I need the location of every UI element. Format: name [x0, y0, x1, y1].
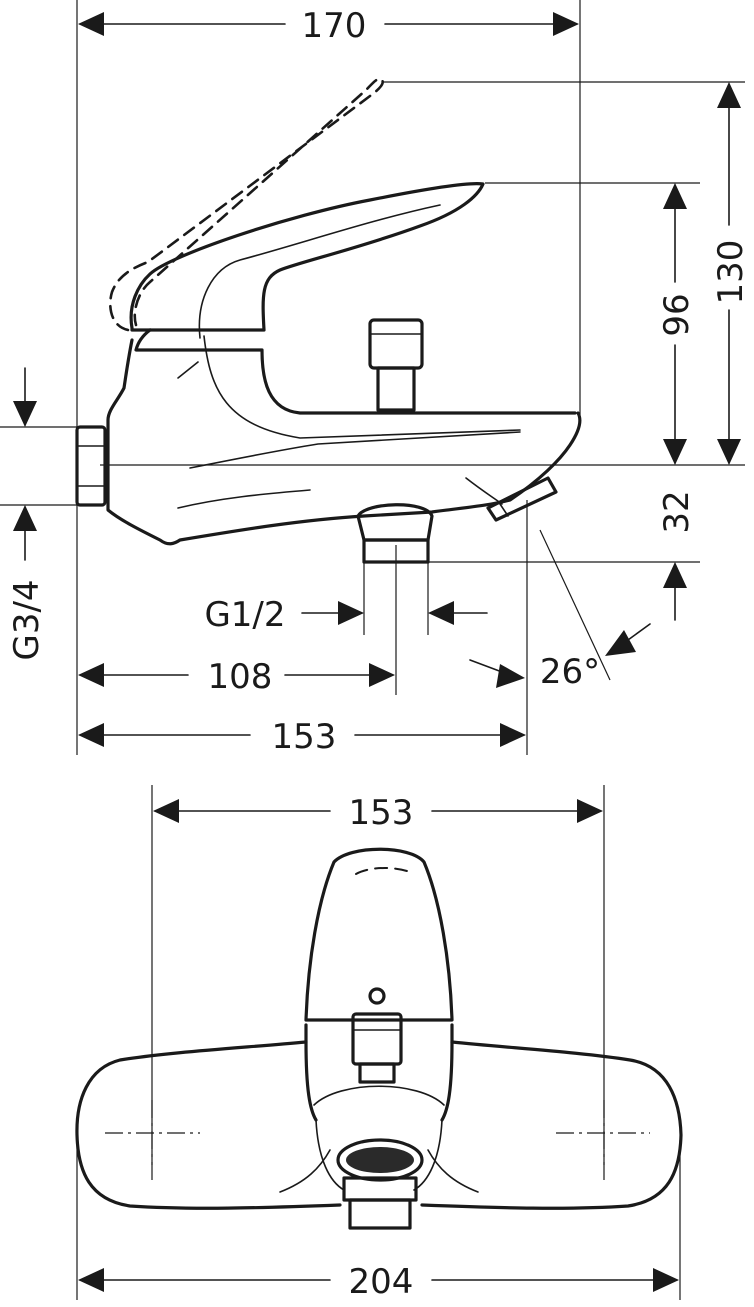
- dim-label-spout-drop: 32: [657, 490, 697, 533]
- arrowhead: [338, 601, 364, 625]
- arrowhead: [78, 663, 104, 687]
- arrowhead: [78, 1268, 104, 1292]
- diverter-stem: [376, 366, 416, 412]
- body-wing-right: [427, 1149, 479, 1193]
- shower-connector: [486, 476, 558, 522]
- bath-outlet-opening: [346, 1147, 414, 1173]
- faucet-body-top: [75, 1040, 683, 1210]
- arrowhead: [663, 183, 687, 209]
- neck-curve: [315, 1119, 443, 1191]
- bath-outlet: [356, 503, 434, 542]
- arrowhead: [653, 1268, 679, 1292]
- dim-label-inlet-spacing: 153: [349, 793, 414, 833]
- handle-neck: [134, 328, 577, 415]
- arrowhead: [577, 799, 603, 823]
- arrowhead: [13, 401, 37, 427]
- side-view: 170 130 96 32 G3/4 G1/2 108: [0, 0, 751, 757]
- faucet-side-outline: [75, 77, 582, 564]
- diverter-indicator: [368, 987, 386, 1005]
- arrowhead: [500, 723, 526, 747]
- arrowhead: [553, 12, 579, 36]
- arrowhead: [78, 723, 104, 747]
- arrowhead: [605, 630, 636, 656]
- dim-label-handle-height: 96: [657, 293, 697, 336]
- extension-line-spout-angle: [539, 529, 611, 681]
- faucet-body: [106, 338, 582, 546]
- arrowhead: [717, 439, 741, 465]
- arrowhead: [496, 664, 525, 688]
- body-detail-upper: [189, 431, 521, 469]
- arrowhead: [663, 439, 687, 465]
- dim-label-to-outlet-axis: 108: [208, 657, 273, 697]
- arrowhead: [78, 12, 104, 36]
- body-detail-lower: [177, 489, 311, 509]
- body-detail-spout: [465, 477, 503, 505]
- dim-label-outlet-thread: G1/2: [204, 595, 285, 635]
- arrowhead: [369, 663, 395, 687]
- inlet-nut: [75, 425, 107, 507]
- arrowhead: [153, 799, 179, 823]
- arrowhead: [717, 82, 741, 108]
- handle-top-dashed: [355, 867, 415, 875]
- dim-line-angle-right: [627, 623, 651, 641]
- dim-label-spout-angle: 26°: [540, 652, 600, 692]
- diverter-stem-top: [358, 1062, 396, 1084]
- dim-label-overall-width: 170: [302, 6, 367, 46]
- top-view: 153 204: [75, 785, 683, 1302]
- body-wing-left: [279, 1149, 331, 1193]
- dim-label-to-spout-tip: 153: [272, 717, 337, 757]
- bath-outlet-thread: [362, 538, 430, 564]
- dim-label-total-height: 130: [711, 240, 751, 305]
- neck-inner: [313, 1085, 445, 1106]
- diverter-knob[interactable]: [368, 318, 424, 370]
- shower-connector-ring: [499, 503, 509, 517]
- dim-line-angle-left: [469, 659, 503, 673]
- handle-inner-curve: [203, 335, 521, 439]
- dim-label-inlet-thread: G3/4: [7, 579, 47, 660]
- neck-top: [304, 1023, 454, 1122]
- handle-lever: [129, 182, 485, 332]
- arrowhead: [428, 601, 454, 625]
- faucet-top-outline: [75, 847, 683, 1230]
- handle-raised-dashed: [108, 77, 384, 332]
- arrowhead: [13, 505, 37, 531]
- dim-label-body-width: 204: [349, 1262, 414, 1302]
- body-detail-left: [177, 361, 199, 379]
- bath-outlet-top: [336, 1138, 424, 1182]
- arrowhead: [663, 562, 687, 588]
- bath-outlet-nut-top: [348, 1198, 412, 1230]
- handle-top: [304, 847, 454, 1022]
- handle-detail-line: [198, 204, 441, 339]
